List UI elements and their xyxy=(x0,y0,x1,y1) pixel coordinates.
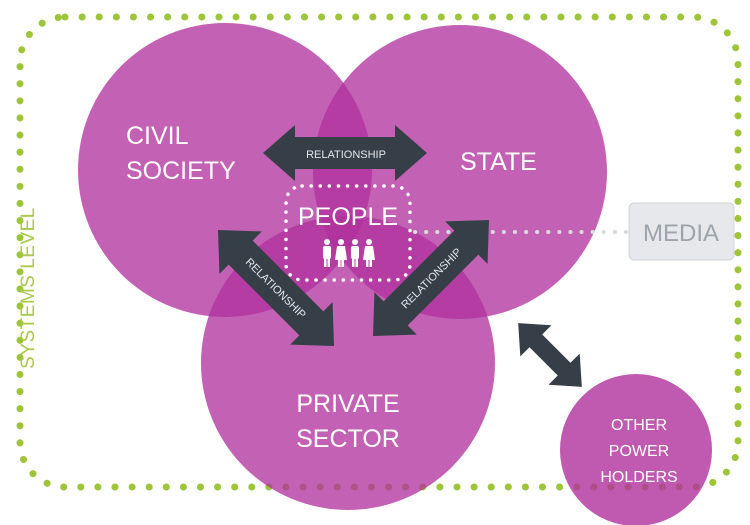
left-relationship-arrow xyxy=(218,230,334,346)
civil-society-label-line1: CIVIL xyxy=(126,122,189,150)
other-power-holders-label-line3: HOLDERS xyxy=(600,469,677,486)
media-box xyxy=(628,202,735,261)
other-power-holders-circle xyxy=(560,374,712,525)
systems-level-label: SYSTEMS LEVEL xyxy=(18,207,39,369)
people-icon xyxy=(323,239,375,267)
systems-level-border xyxy=(16,13,742,491)
private-sector-label-line2: SECTOR xyxy=(296,425,400,453)
people-label: PEOPLE xyxy=(298,203,398,231)
media-label: MEDIA xyxy=(643,220,719,247)
other-power-holders-label-line2: POWER xyxy=(609,443,669,460)
private-sector-label-line1: PRIVATE xyxy=(296,390,399,418)
people-box xyxy=(284,184,412,282)
state-label: STATE xyxy=(460,148,537,176)
top-relationship-arrow xyxy=(263,125,427,181)
other-power-holders-arrow xyxy=(518,323,582,387)
circle-labels: CIVIL SOCIETY STATE PRIVATE SECTOR OTHER… xyxy=(126,122,678,486)
top-relationship-label: RELATIONSHIP xyxy=(306,149,386,161)
civil-society-label-line2: SOCIETY xyxy=(126,157,236,185)
relationship-arrows: RELATIONSHIP RELATIONSHIP RELATIONSHIP xyxy=(218,125,582,387)
right-relationship-arrow xyxy=(373,220,489,336)
other-power-holders-label-line1: OTHER xyxy=(611,417,667,434)
